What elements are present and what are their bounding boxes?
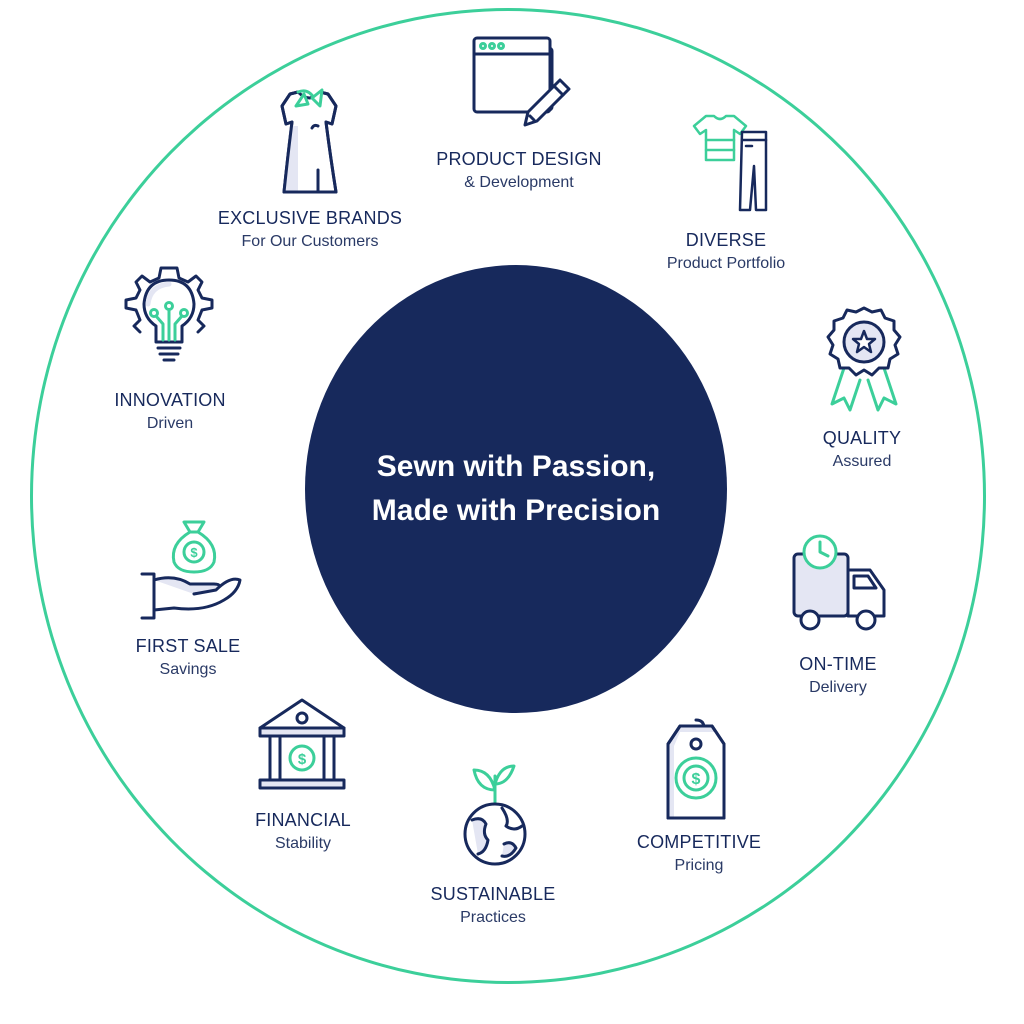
feature-subtitle: & Development <box>464 174 574 191</box>
feature-first-sale: FIRST SALE Savings <box>78 634 298 682</box>
feature-product-design: PRODUCT DESIGN & Development <box>409 147 629 195</box>
dress-icon <box>268 84 352 200</box>
feature-subtitle: Assured <box>832 453 892 470</box>
center-circle: Sewn with Passion, Made with Precision <box>305 265 727 713</box>
price-tag-dollar-icon: $ <box>660 714 732 826</box>
center-line-1: Sewn with Passion, <box>376 450 656 483</box>
hand-money-bag-icon: $ <box>134 508 244 624</box>
feature-subtitle: Pricing <box>674 857 724 874</box>
feature-sustainable: SUSTAINABLE Practices <box>383 882 603 930</box>
feature-title: INNOVATION <box>114 390 226 410</box>
award-badge-icon <box>822 304 906 420</box>
globe-sprout-icon <box>458 760 532 872</box>
feature-exclusive-brands: EXCLUSIVE BRANDS For Our Customers <box>200 206 420 254</box>
feature-title: ON-TIME <box>799 654 877 674</box>
bank-building-icon: $ <box>254 694 350 796</box>
feature-quality: QUALITY Assured <box>752 426 972 474</box>
feature-subtitle: Savings <box>159 661 217 678</box>
feature-subtitle: For Our Customers <box>241 233 379 250</box>
feature-title: COMPETITIVE <box>636 832 762 852</box>
feature-on-time: ON-TIME Delivery <box>728 652 948 700</box>
lightbulb-gear-icon <box>118 262 220 372</box>
feature-title: EXCLUSIVE BRANDS <box>217 208 403 228</box>
feature-title: DIVERSE <box>685 230 767 250</box>
feature-innovation: INNOVATION Driven <box>60 388 280 436</box>
svg-text:$: $ <box>298 751 307 768</box>
svg-text:$: $ <box>692 771 701 788</box>
center-line-2: Made with Precision <box>371 494 661 527</box>
feature-subtitle: Stability <box>274 835 332 852</box>
feature-subtitle: Delivery <box>809 679 867 696</box>
feature-financial: FINANCIAL Stability <box>193 808 413 856</box>
tshirt-trousers-icon <box>690 110 772 216</box>
feature-title: PRODUCT DESIGN <box>436 149 602 169</box>
outer-ring <box>30 8 986 984</box>
feature-title: QUALITY <box>822 428 902 448</box>
feature-subtitle: Product Portfolio <box>666 255 786 272</box>
browser-pencil-icon <box>468 34 578 134</box>
feature-subtitle: Driven <box>146 415 194 432</box>
svg-text:$: $ <box>190 545 198 560</box>
feature-diverse: DIVERSE Product Portfolio <box>616 228 836 276</box>
feature-title: FIRST SALE <box>135 636 241 656</box>
feature-subtitle: Practices <box>460 909 526 926</box>
feature-title: FINANCIAL <box>255 810 351 830</box>
feature-competitive: COMPETITIVE Pricing <box>589 830 809 878</box>
delivery-truck-clock-icon <box>788 530 888 638</box>
feature-title: SUSTAINABLE <box>430 884 556 904</box>
